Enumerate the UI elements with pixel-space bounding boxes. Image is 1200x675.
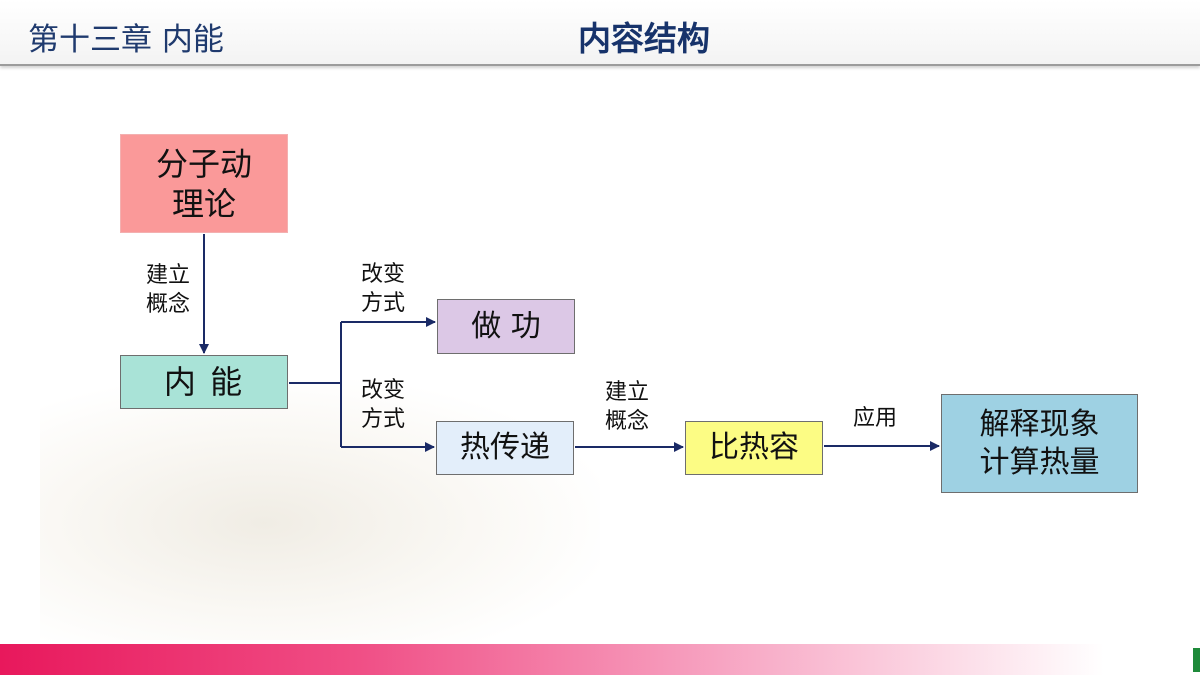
node-specific-heat: 比热容 xyxy=(685,421,823,475)
header-bar: 第十三章 内能 内容结构 xyxy=(0,0,1200,66)
node-explain-calculate: 解释现象 计算热量 xyxy=(941,394,1138,493)
chapter-title: 第十三章 内能 xyxy=(28,22,224,58)
corner-mark xyxy=(1193,648,1200,672)
edge-label-change-mode-2: 改变 方式 xyxy=(361,378,406,432)
page-title: 内容结构 xyxy=(578,19,710,58)
edge-label-establish-concept-2: 建立 概念 xyxy=(605,380,650,434)
node-internal-energy: 内 能 xyxy=(120,355,288,409)
edge-label-change-mode-1: 改变 方式 xyxy=(361,262,406,316)
edge-label-apply: 应用 xyxy=(853,406,898,431)
edge-label-establish-concept-1: 建立 概念 xyxy=(146,263,191,317)
node-doing-work: 做 功 xyxy=(437,299,575,354)
node-kinetic-theory: 分子动 理论 xyxy=(120,134,288,233)
node-heat-transfer: 热传递 xyxy=(436,421,574,475)
bottom-gradient-bar xyxy=(0,644,1200,675)
